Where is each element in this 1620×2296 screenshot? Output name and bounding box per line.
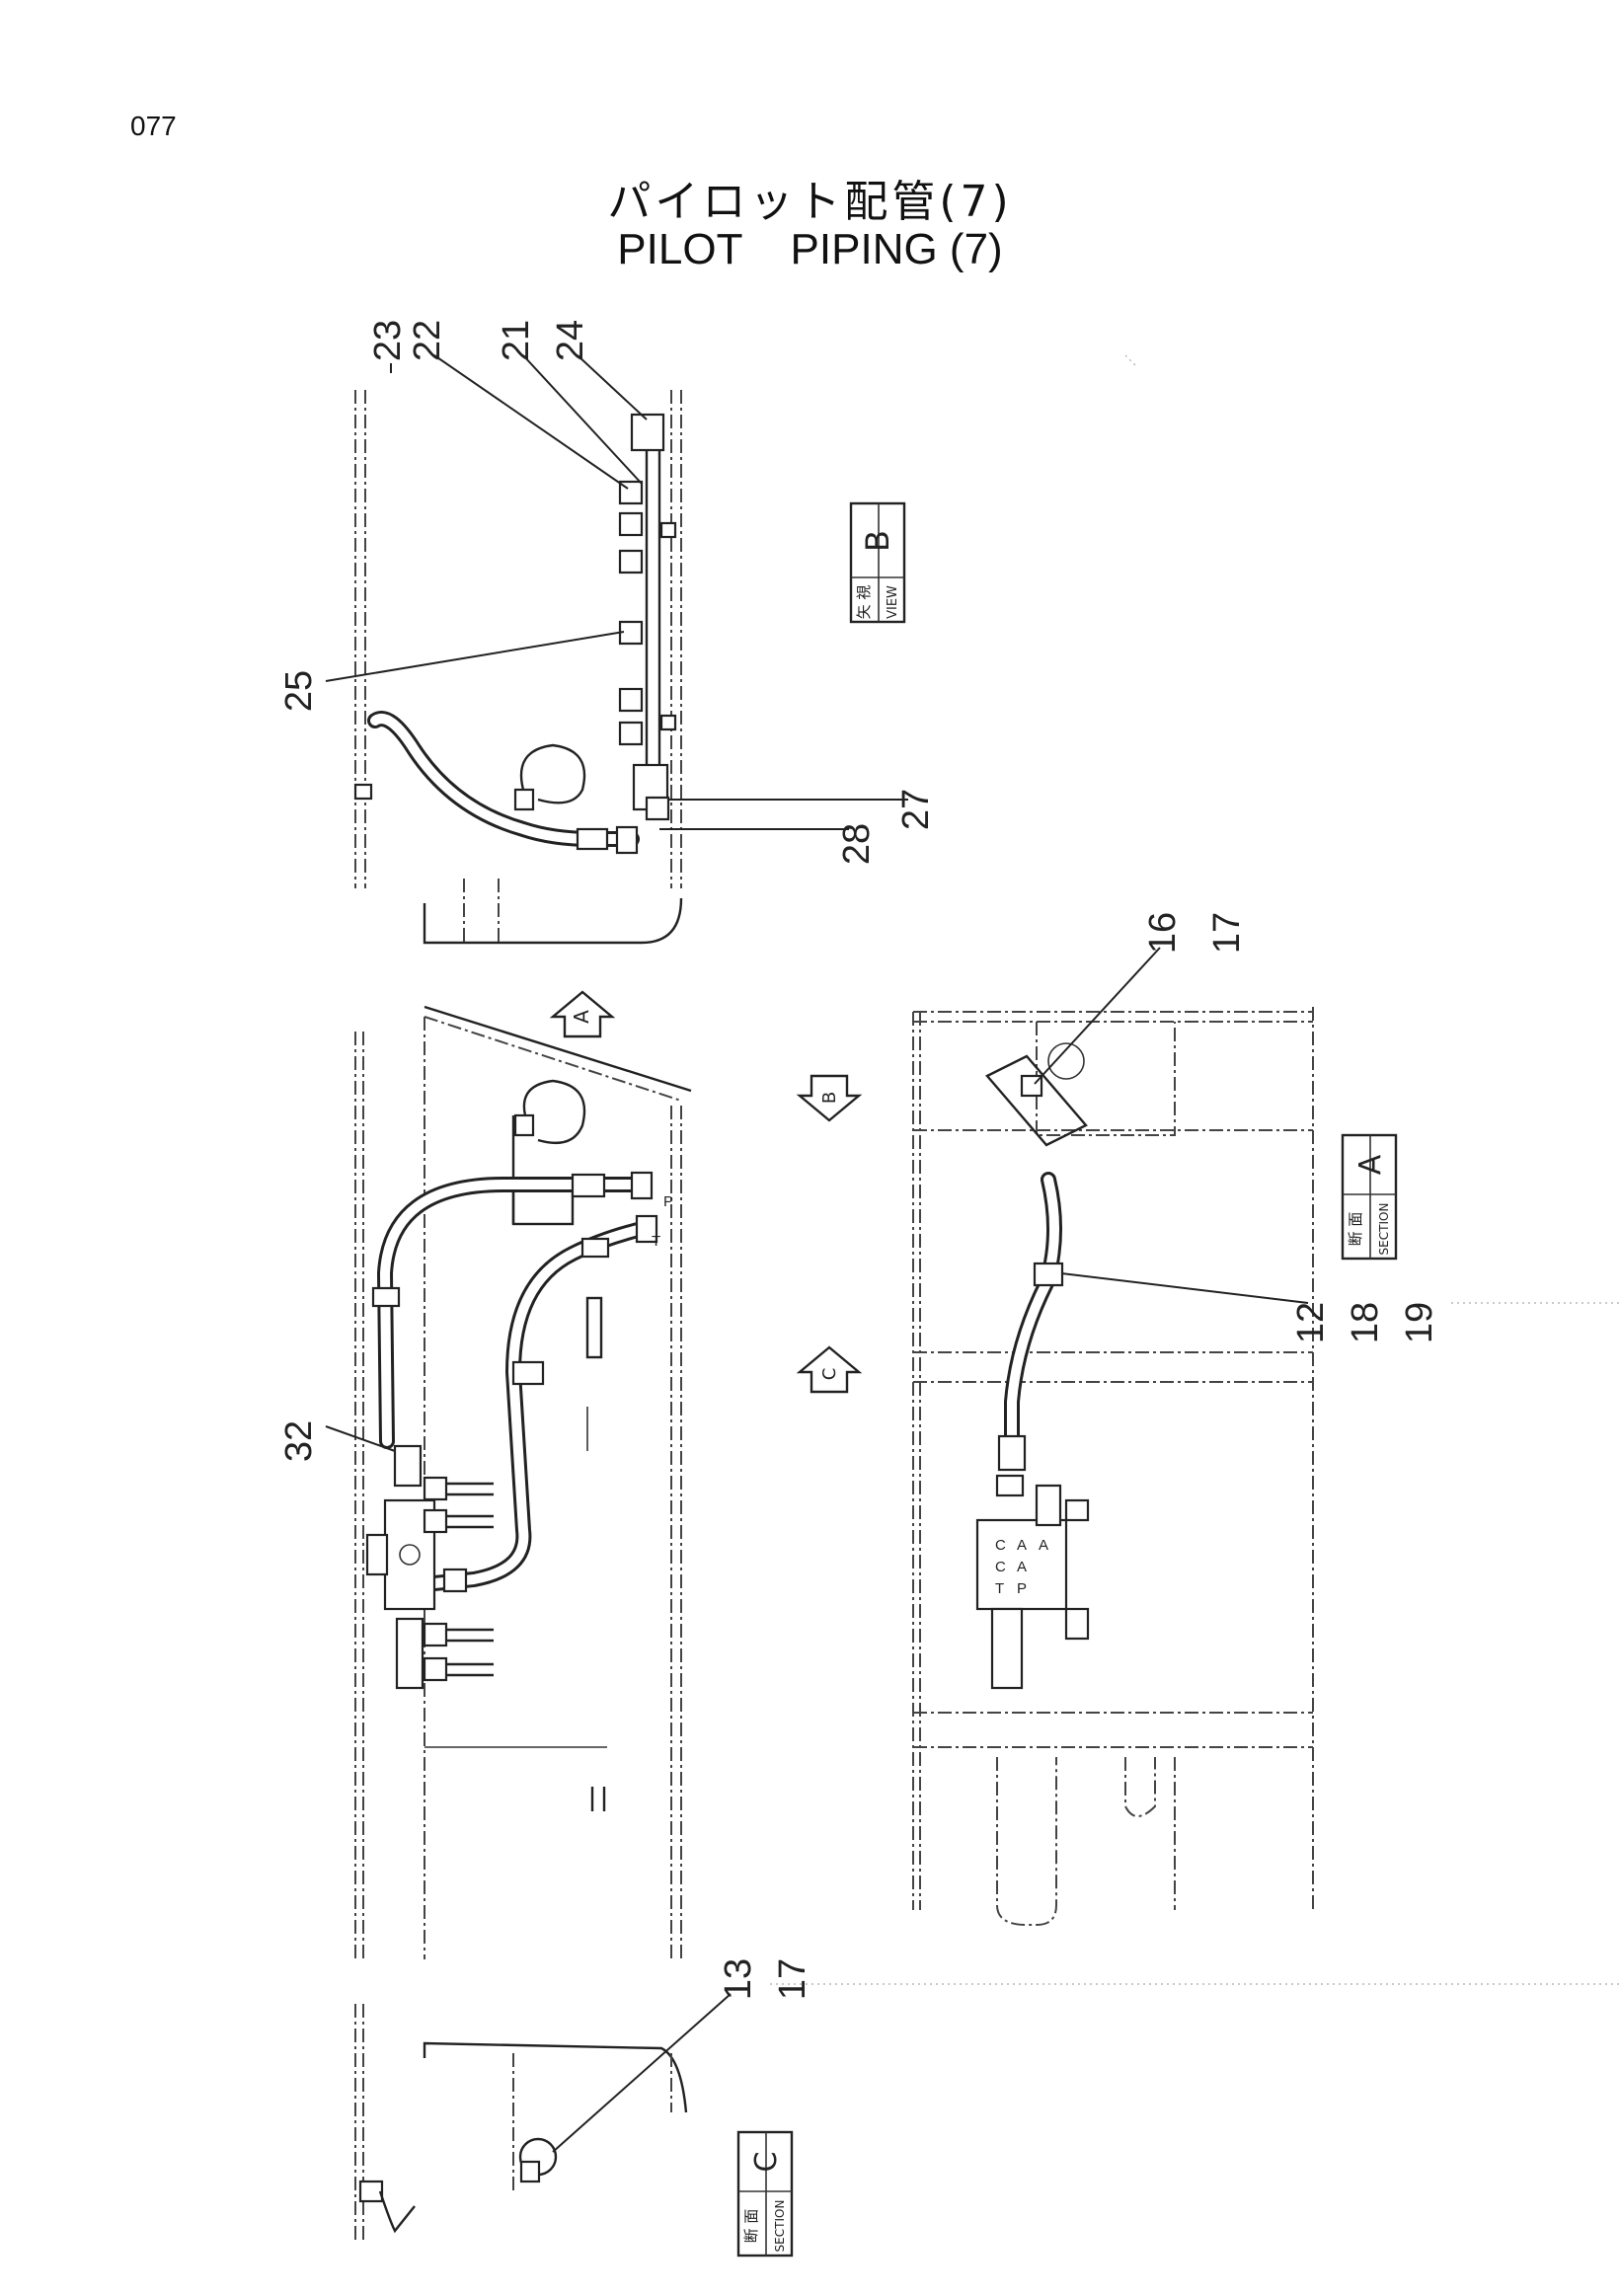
section-a-drawing [912,1007,1314,1926]
callout-17-lower: 17 [772,1958,813,2000]
svg-text:A: A [1353,1154,1388,1175]
valve-port-a2: A [1017,1559,1027,1575]
page-title-japanese: パイロット配管(7) [607,177,1013,227]
svg-text:SECTION: SECTION [773,2200,787,2253]
callout-18: 18 [1345,1302,1386,1343]
main-view-drawing [354,1005,692,1959]
callout-27: 27 [895,789,937,830]
page-title-english: PILOT PIPING (7) [617,225,1003,273]
callout-24: 24 [550,320,591,361]
page-number: 077 [130,111,177,141]
valve-port-c2: C [995,1559,1006,1575]
svg-text:B: B [859,530,896,552]
callout-25: 25 [278,670,320,712]
callout-23: 23 [367,320,409,361]
callout-19: 19 [1399,1302,1440,1343]
svg-text:断 面: 断 面 [1347,1212,1364,1247]
view-b-drawing [353,354,1136,945]
arrow-a: A [549,990,616,1038]
port-p: P [663,1193,673,1210]
callout-32: 32 [278,1420,320,1462]
port-t: T [652,1233,660,1250]
svg-text:C: C [819,1368,840,1381]
arrow-c: C [796,1345,863,1394]
section-c-drawing [354,1983,1620,2241]
callout-12: 12 [1290,1302,1332,1343]
svg-text:B: B [819,1092,840,1104]
callout-13: 13 [718,1958,759,2000]
svg-text:C: C [749,2152,784,2173]
svg-text:A: A [570,1010,593,1024]
svg-text:矢 視: 矢 視 [855,585,873,620]
valve-port-a1: A [1017,1537,1027,1554]
arrow-b: B [796,1074,863,1122]
valve-port-c1: C [995,1537,1006,1554]
callout-22: 22 [407,320,448,361]
callout-17-upper: 17 [1206,912,1248,954]
valve-port-a3: A [1039,1537,1048,1554]
svg-text:SECTION: SECTION [1377,1203,1391,1256]
svg-text:断 面: 断 面 [742,2209,760,2244]
view-b-label: 矢 視 VIEW B [849,501,906,624]
section-a-label: 断 面 SECTION A [1341,1133,1398,1261]
section-c-label: 断 面 SECTION C [736,2130,794,2258]
valve-port-t: T [995,1580,1004,1597]
callout-16: 16 [1142,912,1184,954]
callout-21: 21 [496,320,537,361]
valve-port-p: P [1017,1580,1027,1597]
svg-text:VIEW: VIEW [886,585,900,619]
